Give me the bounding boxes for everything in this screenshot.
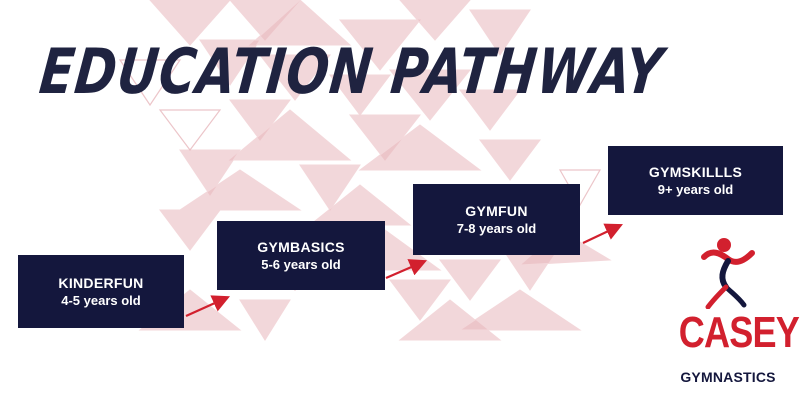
logo-brand-text: CASEY (678, 308, 800, 357)
step-age: 9+ years old (657, 181, 734, 197)
step-age: 4-5 years old (61, 292, 141, 308)
pathway-step-gymbasics: GYMBASICS 5-6 years old (217, 221, 385, 290)
step-name: GYMSKILLLS (648, 163, 743, 180)
step-name: GYMBASICS (257, 238, 345, 255)
arrow-icon (385, 259, 428, 280)
arrow-icon (582, 223, 623, 244)
step-age: 7-8 years old (456, 220, 537, 236)
pathway-step-kinderfun: KINDERFUN 4-5 years old (18, 255, 184, 328)
casey-gymnastics-logo: CASEY GYMNASTICS (668, 235, 800, 395)
step-name: KINDERFUN (58, 274, 144, 291)
logo-subtitle-text: GYMNASTICS (680, 369, 776, 385)
gymnast-figure-icon (701, 238, 755, 309)
pathway-step-gymskills: GYMSKILLLS 9+ years old (608, 146, 783, 215)
step-age: 5-6 years old (261, 256, 341, 272)
arrow-icon (185, 295, 231, 318)
pathway-step-gymfun: GYMFUN 7-8 years old (413, 184, 580, 255)
step-name: GYMFUN (465, 202, 528, 219)
